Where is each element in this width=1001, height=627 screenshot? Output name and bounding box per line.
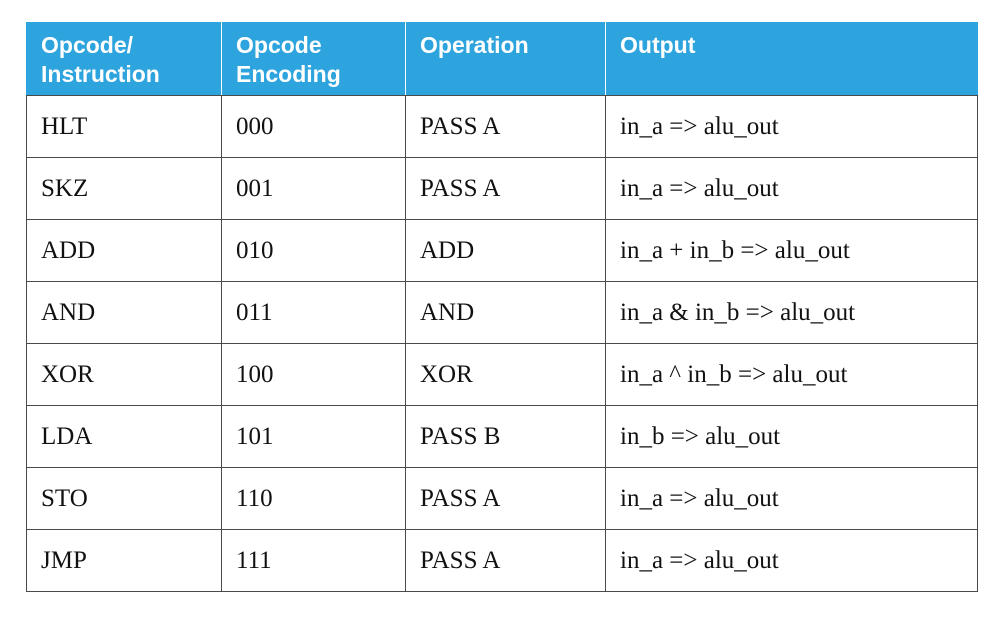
table-row: ADD 010 ADD in_a + in_b => alu_out [26,219,978,282]
cell-encoding: 011 [221,281,406,344]
header-opcode-instruction: Opcode/Instruction [26,22,222,96]
table-row: SKZ 001 PASS A in_a => alu_out [26,157,978,220]
cell-output: in_a => alu_out [605,95,978,158]
cell-output: in_a => alu_out [605,529,978,592]
cell-encoding: 111 [221,529,406,592]
table-row: STO 110 PASS A in_a => alu_out [26,467,978,530]
header-operation: Operation [405,22,606,96]
cell-operation: XOR [405,343,606,406]
cell-encoding: 110 [221,467,406,530]
cell-operation: PASS A [405,157,606,220]
cell-operation: PASS A [405,95,606,158]
cell-instruction: JMP [26,529,222,592]
cell-encoding: 101 [221,405,406,468]
cell-output: in_b => alu_out [605,405,978,468]
cell-output: in_a ^ in_b => alu_out [605,343,978,406]
table-row: AND 011 AND in_a & in_b => alu_out [26,281,978,344]
table-row: LDA 101 PASS B in_b => alu_out [26,405,978,468]
cell-instruction: ADD [26,219,222,282]
cell-instruction: HLT [26,95,222,158]
cell-operation: PASS B [405,405,606,468]
header-line: Opcode [236,32,322,58]
cell-output: in_a + in_b => alu_out [605,219,978,282]
header-output: Output [605,22,978,96]
cell-encoding: 010 [221,219,406,282]
cell-instruction: XOR [26,343,222,406]
cell-operation: ADD [405,219,606,282]
cell-output: in_a & in_b => alu_out [605,281,978,344]
table-row: XOR 100 XOR in_a ^ in_b => alu_out [26,343,978,406]
table-row: HLT 000 PASS A in_a => alu_out [26,95,978,158]
cell-operation: PASS A [405,467,606,530]
header-line: Output [620,32,696,58]
cell-operation: PASS A [405,529,606,592]
cell-encoding: 000 [221,95,406,158]
header-line: Encoding [236,61,341,87]
cell-instruction: LDA [26,405,222,468]
cell-encoding: 100 [221,343,406,406]
cell-encoding: 001 [221,157,406,220]
header-line: Operation [420,32,529,58]
table-row: JMP 111 PASS A in_a => alu_out [26,529,978,592]
cell-output: in_a => alu_out [605,157,978,220]
cell-output: in_a => alu_out [605,467,978,530]
cell-instruction: STO [26,467,222,530]
header-line: Opcode/ [41,32,134,58]
header-line: Instruction [41,61,160,87]
cell-operation: AND [405,281,606,344]
cell-instruction: AND [26,281,222,344]
cell-instruction: SKZ [26,157,222,220]
